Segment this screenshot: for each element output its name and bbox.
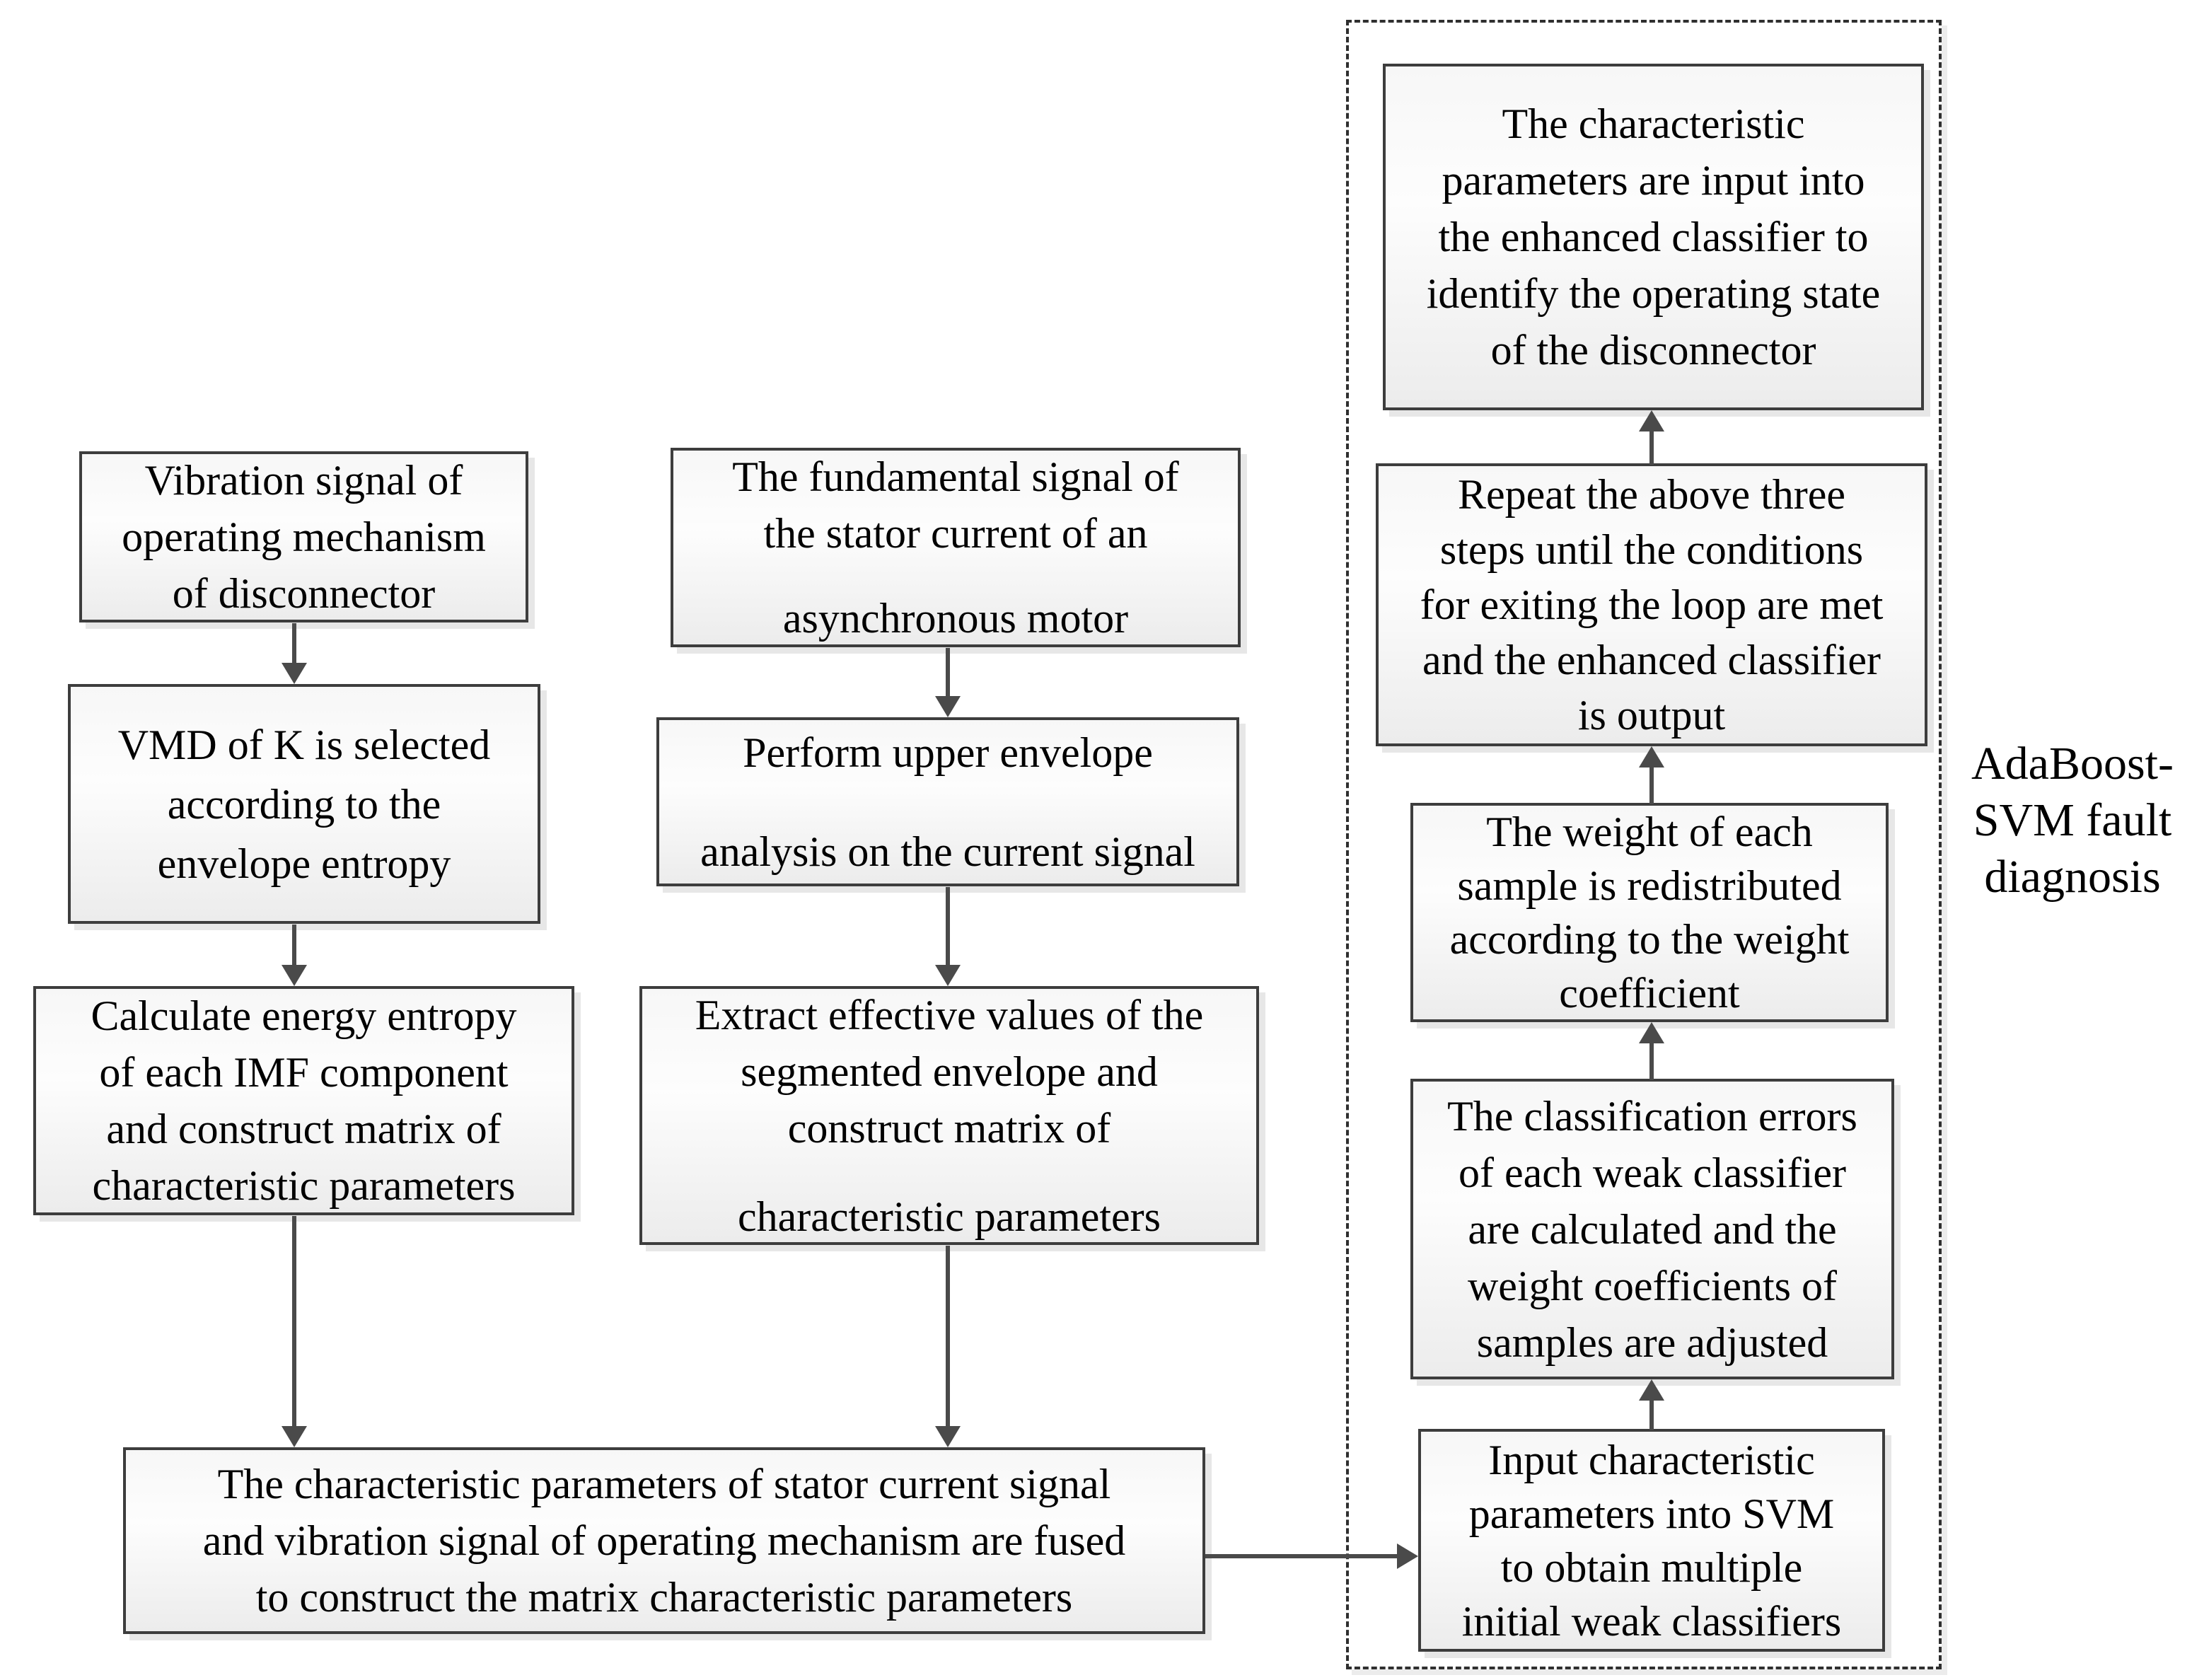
arrow-line [292, 623, 296, 663]
text-line: The characteristic parameters of stator … [217, 1461, 1111, 1507]
flow-box-extract-values: Extract effective values of the segmente… [639, 986, 1259, 1245]
text-line: of each weak classifier [1458, 1149, 1847, 1196]
text-line: The weight of each [1486, 809, 1813, 855]
text-line: VMD of K is selected [117, 721, 491, 768]
text-line: analysis on the current signal [700, 828, 1195, 875]
text-line: sample is redistributed [1457, 862, 1842, 909]
arrow-line [292, 925, 296, 965]
text-line: Calculate energy entropy [91, 992, 517, 1039]
flow-box-identify-state: The characteristic parameters are input … [1383, 64, 1924, 410]
arrow-line [292, 1216, 296, 1426]
adaboost-svm-label: AdaBoost- SVM fault diagnosis [1952, 729, 2192, 913]
text-line: AdaBoost- [1971, 738, 2174, 789]
text-line: and the enhanced classifier [1422, 637, 1881, 683]
text-line: for exiting the loop are met [1420, 581, 1884, 628]
text-line: The classification errors [1447, 1092, 1857, 1140]
text-line: segmented envelope and [741, 1048, 1158, 1095]
text-line: are calculated and the [1468, 1205, 1837, 1253]
text-line: the enhanced classifier to [1438, 214, 1869, 260]
text-line: according to the [167, 780, 441, 828]
flow-box-fundamental-signal: The fundamental signal of the stator cur… [671, 448, 1241, 647]
text-line: samples are adjusted [1476, 1319, 1828, 1366]
arrow-line [1649, 767, 1654, 804]
text-line: characteristic parameters [738, 1193, 1161, 1240]
text-line: The fundamental signal of [732, 453, 1179, 500]
text-line: Input characteristic [1488, 1436, 1815, 1483]
flow-box-input-svm: Input characteristic parameters into SVM… [1418, 1429, 1885, 1652]
text-line: and vibration signal of operating mechan… [202, 1517, 1126, 1564]
flow-box-vibration-signal: Vibration signal of operating mechanism … [79, 451, 528, 622]
text-line: to construct the matrix characteristic p… [255, 1574, 1073, 1621]
text-line: to obtain multiple [1500, 1543, 1803, 1591]
arrowhead-right-icon [1397, 1543, 1418, 1569]
text-line: according to the weight [1449, 916, 1850, 963]
arrowhead-up-icon [1639, 1022, 1664, 1043]
arrowhead-up-icon [1639, 410, 1664, 431]
text-line: identify the operating state [1426, 270, 1881, 317]
text-line: of disconnector [172, 570, 436, 617]
text-line: SVM fault [1973, 794, 2172, 846]
text-line: envelope entropy [157, 840, 451, 887]
text-line: diagnosis [1984, 851, 2161, 903]
text-line: parameters are input into [1442, 157, 1865, 204]
text-line: parameters into SVM [1468, 1490, 1835, 1537]
arrow-line [1649, 1043, 1654, 1080]
arrowhead-down-icon [935, 1426, 961, 1447]
text-line: Extract effective values of the [695, 991, 1204, 1038]
text-line: of each IMF component [99, 1049, 509, 1096]
text-line: coefficient [1559, 970, 1740, 1016]
text-line: Vibration signal of [144, 457, 463, 504]
arrowhead-down-icon [282, 1426, 307, 1447]
flow-box-fused-parameters: The characteristic parameters of stator … [123, 1447, 1205, 1634]
arrow-line [946, 648, 950, 696]
flow-box-weight-redistribution: The weight of each sample is redistribut… [1410, 803, 1889, 1022]
text-line: weight coefficients of [1467, 1262, 1838, 1309]
flow-box-classification-errors: The classification errors of each weak c… [1410, 1079, 1894, 1379]
arrow-line [1205, 1554, 1397, 1558]
text-line: is output [1577, 692, 1726, 738]
arrow-line [1649, 431, 1654, 465]
text-line: steps until the conditions [1439, 526, 1864, 573]
text-line: and construct matrix of [106, 1106, 501, 1152]
arrow-line [1649, 1401, 1654, 1430]
text-line: of the disconnector [1490, 327, 1816, 373]
text-line: asynchronous motor [782, 595, 1129, 642]
text-line: Repeat the above three [1457, 471, 1846, 518]
arrowhead-down-icon [935, 965, 961, 986]
arrowhead-down-icon [282, 663, 307, 684]
text-line: construct matrix of [787, 1104, 1111, 1152]
arrowhead-up-icon [1639, 1379, 1664, 1401]
text-line: the stator current of an [763, 510, 1148, 557]
text-line: Perform upper envelope [743, 729, 1153, 776]
flow-box-repeat-steps: Repeat the above three steps until the c… [1376, 463, 1927, 746]
flow-box-vmd-selection: VMD of K is selected according to the en… [68, 684, 540, 924]
text-line: operating mechanism [122, 514, 486, 560]
text-line: initial weak classifiers [1461, 1597, 1842, 1645]
arrowhead-down-icon [282, 965, 307, 986]
arrow-line [946, 887, 950, 965]
arrow-line [946, 1246, 950, 1426]
flow-box-energy-entropy: Calculate energy entropy of each IMF com… [33, 986, 574, 1215]
flow-box-upper-envelope: Perform upper envelope analysis on the c… [656, 717, 1239, 886]
text-line: characteristic parameters [92, 1162, 516, 1209]
adaboost-dashed-region [1346, 20, 1942, 1669]
text-line: The characteristic [1502, 100, 1805, 147]
arrowhead-up-icon [1639, 746, 1664, 767]
arrowhead-down-icon [935, 696, 961, 717]
